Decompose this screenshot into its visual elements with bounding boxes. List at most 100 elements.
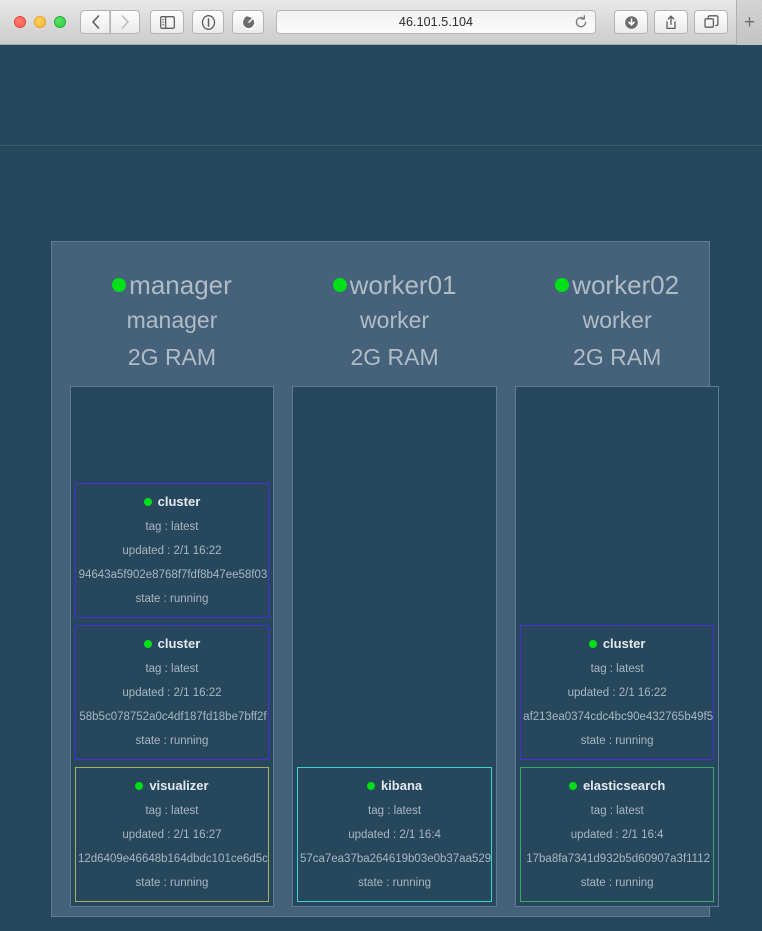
- toolbar-right-buttons: [608, 10, 728, 34]
- swarm-visualizer-panel: manager manager 2G RAM cluster tag : latest u…: [51, 241, 720, 917]
- url-text: 46.101.5.104: [398, 15, 474, 29]
- service-tag: tag : latest: [590, 663, 644, 675]
- address-bar[interactable]: 46.101.5.104: [276, 10, 596, 34]
- service-card-cluster[interactable]: cluster tag : latest updated : 2/1 16:22 af…: [520, 625, 715, 760]
- safari-icon: [241, 14, 256, 30]
- service-name: cluster: [157, 494, 201, 509]
- node-title: worker01: [292, 268, 497, 302]
- service-name: visualizer: [149, 778, 209, 793]
- chevron-left-icon: [91, 15, 99, 29]
- node-services-container: cluster tag : latest updated : 2/1 16:22 af…: [515, 386, 720, 907]
- chevron-right-icon: [121, 15, 129, 29]
- node-ram: 2G RAM: [573, 344, 662, 370]
- service-state: state : running: [358, 877, 431, 889]
- service-title: cluster: [76, 635, 268, 652]
- service-title: elasticsearch: [521, 777, 713, 794]
- tabs-icon: [703, 14, 719, 28]
- node-header: manager manager 2G RAM: [70, 251, 274, 376]
- service-status-dot: [143, 497, 152, 506]
- page-header-band: [0, 45, 762, 146]
- services-spacer: [297, 391, 492, 760]
- service-title: cluster: [521, 635, 713, 652]
- node-worker02: worker02 worker 2G RAM cluster tag : latest u…: [506, 251, 728, 907]
- sidebar-button[interactable]: [150, 10, 184, 34]
- share-icon: [666, 15, 676, 29]
- service-status-dot: [143, 639, 152, 648]
- service-updated: updated : 2/1 16:27: [122, 829, 222, 841]
- service-tag: tag : latest: [145, 663, 199, 675]
- node-ram: 2G RAM: [127, 344, 217, 370]
- service-status-dot: [366, 781, 375, 790]
- service-card-visualizer[interactable]: visualizer tag : latest updated : 2/1 16:2…: [75, 767, 269, 902]
- browser-toolbar: 46.101.5.104: [0, 0, 762, 45]
- service-updated: updated : 2/1 16:22: [122, 545, 222, 557]
- node-header: worker02 worker 2G RAM: [515, 251, 719, 376]
- forward-button[interactable]: [110, 10, 140, 34]
- service-tag: tag : latest: [145, 805, 199, 817]
- node-status-dot: [555, 278, 570, 292]
- share-button[interactable]: [654, 10, 688, 34]
- service-name: cluster: [157, 636, 201, 651]
- node-status-dot: [112, 278, 127, 292]
- service-name: elasticsearch: [582, 778, 666, 793]
- node-services-container: kibana tag : latest updated : 2/1 16:4 57ca…: [291, 386, 498, 907]
- navigation-buttons: [80, 10, 140, 34]
- reload-icon: [575, 15, 587, 28]
- service-name: cluster: [602, 636, 646, 651]
- service-title: visualizer: [76, 777, 268, 794]
- service-card-cluster[interactable]: cluster tag : latest updated : 2/1 16:22 94…: [75, 483, 269, 618]
- service-updated: updated : 2/1 16:22: [122, 687, 222, 699]
- service-tag: tag : latest: [145, 521, 199, 533]
- service-title: kibana: [298, 777, 491, 794]
- services-spacer: [520, 391, 714, 618]
- downloads-button[interactable]: [614, 10, 648, 34]
- close-window-button[interactable]: [14, 16, 26, 28]
- service-title: cluster: [76, 493, 268, 510]
- back-button[interactable]: [80, 10, 110, 34]
- service-tag: tag : latest: [368, 805, 422, 817]
- service-card-kibana[interactable]: kibana tag : latest updated : 2/1 16:4 57ca…: [296, 767, 493, 902]
- service-container-id: 17ba8fa7341d932b5d60907a3f1112: [526, 853, 711, 865]
- service-updated: updated : 2/1 16:22: [567, 687, 667, 699]
- download-icon: [624, 15, 638, 29]
- service-card-cluster[interactable]: cluster tag : latest updated : 2/1 16:22 58…: [75, 625, 269, 760]
- service-tag: tag : latest: [590, 805, 644, 817]
- service-container-id: 57ca7ea37ba264619b03e0b37aa529: [299, 853, 492, 865]
- service-state: state : running: [580, 877, 654, 889]
- service-container-id: 94643a5f902e8768f7fdf8b47ee58f03: [78, 569, 268, 581]
- services-spacer: [75, 391, 269, 476]
- service-updated: updated : 2/1 16:4: [348, 829, 441, 841]
- node-role: worker: [582, 307, 652, 333]
- maximize-window-button[interactable]: [54, 16, 66, 28]
- show-tabs-button[interactable]: [694, 10, 728, 34]
- service-container-id: 12d6409e46648b164dbdc101ce6d5c: [78, 853, 268, 865]
- node-manager: manager manager 2G RAM cluster tag : latest u…: [61, 251, 283, 907]
- node-status-dot: [332, 278, 347, 292]
- node-role: manager: [126, 307, 218, 333]
- node-title: manager: [70, 268, 274, 302]
- service-state: state : running: [135, 593, 209, 605]
- reader-button[interactable]: [192, 10, 224, 34]
- service-state: state : running: [135, 877, 209, 889]
- web-page: manager manager 2G RAM cluster tag : latest u…: [0, 45, 762, 931]
- reload-button[interactable]: [574, 15, 588, 29]
- service-state: state : running: [580, 735, 654, 747]
- safari-button[interactable]: [232, 10, 264, 34]
- node-name: worker02: [572, 270, 680, 300]
- service-state: state : running: [135, 735, 209, 747]
- node-role: worker: [360, 307, 430, 333]
- node-services-container: cluster tag : latest updated : 2/1 16:22 94…: [70, 386, 274, 907]
- service-card-elasticsearch[interactable]: elasticsearch tag : latest updated : 2/1 1…: [520, 767, 715, 902]
- service-name: kibana: [380, 778, 423, 793]
- node-name: worker01: [349, 270, 457, 300]
- node-title: worker02: [515, 268, 719, 302]
- minimize-window-button[interactable]: [34, 16, 46, 28]
- service-status-dot: [588, 639, 597, 648]
- service-container-id: 58b5c078752a0c4df187fd18be7bff2f: [79, 711, 267, 723]
- service-container-id: af213ea0374cdc4bc90e432765b49f5: [523, 711, 714, 723]
- service-updated: updated : 2/1 16:4: [570, 829, 664, 841]
- service-status-dot: [568, 781, 577, 790]
- new-tab-button[interactable]: +: [736, 0, 762, 45]
